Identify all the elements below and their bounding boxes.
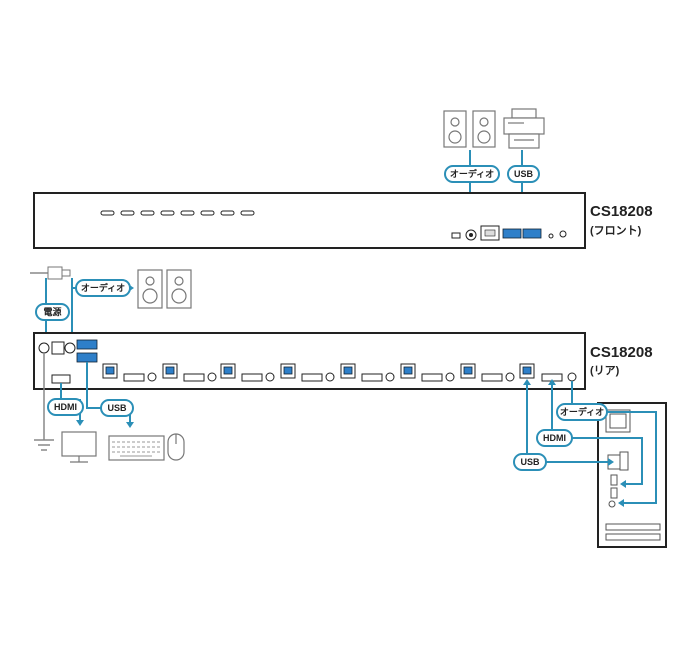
computer-tower-icon: [597, 402, 667, 548]
pc-audio-label-pill: オーディオ: [556, 403, 608, 421]
front-usb-label: USB: [514, 169, 534, 179]
pc-usb-label-pill: USB: [513, 453, 547, 471]
kvm-port-group: [519, 363, 577, 382]
front-speakers-icon: [443, 110, 496, 148]
rear-side-label: (リア): [590, 364, 620, 377]
pc-hdmi-label: HDMI: [543, 433, 566, 443]
console-usb-port-1: [76, 339, 98, 350]
front-usb-port-2: [522, 228, 542, 239]
monitor-icon: [61, 431, 97, 463]
power-socket: [51, 341, 65, 355]
console-usb-label-pill: USB: [100, 399, 134, 417]
console-usb-label: USB: [107, 403, 127, 413]
power-label: 電源: [43, 306, 61, 317]
console-usb-port-2: [76, 352, 98, 363]
kvm-port-group: [460, 363, 515, 382]
kvm-port-group: [340, 363, 395, 382]
console-hdmi-port: [51, 374, 71, 384]
front-side-label: (フロント): [590, 224, 642, 237]
kvm-port-group: [400, 363, 455, 382]
kvm-port-group: [102, 363, 157, 382]
pc-hdmi-label-pill: HDMI: [536, 429, 573, 447]
front-usb-label-pill: USB: [507, 165, 540, 183]
power-label-pill: 電源: [35, 303, 70, 321]
front-panel: [33, 192, 586, 249]
pc-audio-label: オーディオ: [560, 406, 604, 417]
rear-audio-out-label: オーディオ: [81, 282, 125, 293]
keyboard-icon: [108, 435, 165, 461]
mouse-icon: [167, 433, 185, 461]
console-hdmi-label: HDMI: [54, 402, 77, 412]
front-model-name: CS18208: [590, 203, 653, 220]
rear-speakers-icon: [137, 269, 192, 309]
front-audio-label: オーディオ: [450, 168, 494, 179]
rear-panel: [33, 332, 586, 390]
kvm-port-group: [220, 363, 275, 382]
front-usb-port-1: [502, 228, 522, 239]
ground-terminal: [38, 342, 50, 354]
rear-audio-jack: [64, 342, 76, 354]
rear-audio-label-pill: オーディオ: [75, 279, 131, 297]
power-cord-icon: [30, 266, 71, 280]
rear-model-name: CS18208: [590, 344, 653, 361]
kvm-port-group: [280, 363, 335, 382]
front-audio-label-pill: オーディオ: [444, 165, 500, 183]
kvm-port-group: [162, 363, 217, 382]
port-led-row: [100, 210, 255, 216]
front-indicator: [451, 232, 461, 239]
front-printer-icon: [503, 108, 545, 149]
pc-usb-label: USB: [520, 457, 540, 467]
console-hdmi-label-pill: HDMI: [47, 398, 84, 416]
